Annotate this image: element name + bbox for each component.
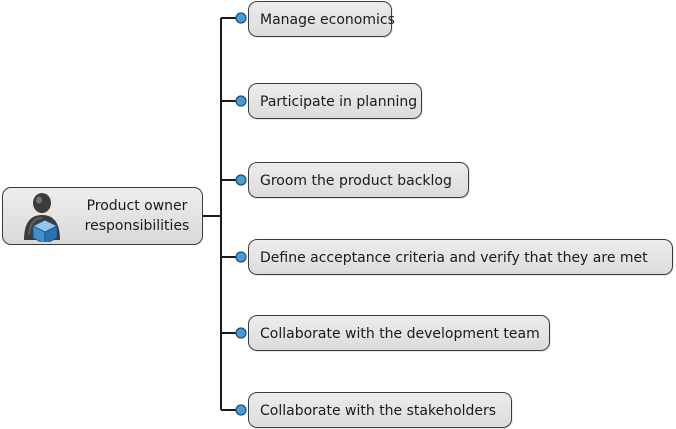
- branch-node-define-acceptance-criteria: Define acceptance criteria and verify th…: [248, 239, 673, 275]
- root-label-line-1: Product owner: [86, 198, 188, 214]
- root-label: Product owner responsibilities: [75, 196, 199, 236]
- branch-node-collaborate-dev-team: Collaborate with the development team: [248, 315, 550, 351]
- branch-node-manage-economics: Manage economics: [248, 1, 395, 37]
- connector-dot-1: [235, 12, 247, 24]
- branch-node-participate-in-planning: Participate in planning: [248, 83, 422, 119]
- connector-dot-5: [235, 327, 247, 339]
- root-node: Product owner responsibilities: [2, 187, 203, 245]
- root-label-line-2: responsibilities: [84, 218, 190, 234]
- connector-dot-4: [235, 251, 247, 263]
- connector-dot-6: [235, 404, 247, 416]
- connector-dots: [235, 12, 247, 416]
- connector-dot-2: [235, 95, 247, 107]
- branch-node-groom-backlog: Groom the product backlog: [248, 162, 469, 198]
- product-owner-icon: [24, 193, 60, 242]
- branch-node-collaborate-stakeholders: Collaborate with the stakeholders: [248, 392, 512, 428]
- connector-dot-3: [235, 174, 247, 186]
